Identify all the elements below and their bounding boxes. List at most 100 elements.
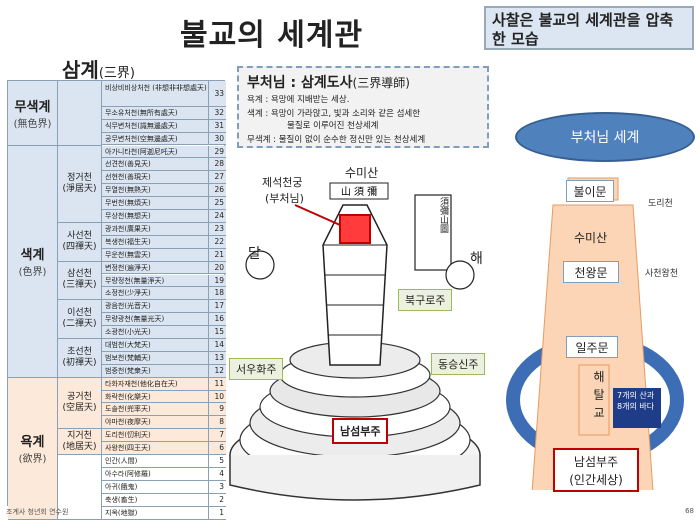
- buddha-title-hanja: (三界導師): [352, 76, 410, 90]
- sub-realm-empty: [58, 455, 102, 520]
- heaven-number: 14: [214, 340, 224, 349]
- heaven-name: 선현천(善現天): [102, 171, 209, 184]
- heaven-number: 31: [214, 120, 224, 130]
- heaven-number: 23: [214, 223, 224, 233]
- table-row: 야마천(夜摩天)8: [102, 416, 226, 430]
- table-row: 공무변처천(空無邊處天)30: [102, 132, 226, 146]
- buddha-line-1: 욕계 : 욕망에 지배받는 세상.: [247, 95, 350, 105]
- realm-title: 욕계: [20, 435, 45, 451]
- table-row: 비상비비상처천 (非想非非想處天)33: [102, 81, 226, 107]
- heaven-number: 32: [214, 107, 224, 117]
- sub-realm-hanja: (地居天): [62, 441, 97, 452]
- buddha-title: 부처님 : 삼계도사(三界導師): [247, 75, 410, 91]
- table-row: 범보천(梵輔天)13: [102, 351, 226, 365]
- table-row: 복생천(福生天)22: [102, 235, 226, 249]
- buddha-info-box: 부처님 : 삼계도사(三界導師) 욕계 : 욕망에 지배받는 세상. 색계 : …: [237, 66, 489, 148]
- heaven-number: 29: [214, 146, 224, 156]
- sub-realm-hanja: (初禪天): [62, 357, 97, 368]
- table-row: 아수라(阿修羅) 4: [102, 467, 226, 481]
- heaven-number: 1: [219, 507, 224, 517]
- realm-title: 무색계: [14, 99, 51, 115]
- page-number: 68: [685, 507, 694, 515]
- table-row: 도솔천(兜率天) 9: [102, 403, 226, 417]
- sub-realm-hanja: (三禪天): [62, 280, 97, 291]
- heaven-number: 2: [219, 494, 224, 504]
- heaven-number: 25: [214, 198, 224, 208]
- realm-hanja: (欲界): [18, 454, 47, 466]
- realm-title: 색계: [20, 248, 45, 264]
- heaven-name: 무량정천(無量淨天): [102, 274, 209, 287]
- heaven-name: 식무변처천(識無邊處天): [102, 119, 209, 132]
- table-row: 소정천(少淨天)18: [102, 287, 226, 301]
- heaven-name: 타화자재천(他化自在天): [102, 377, 209, 390]
- heaven-name: 소정천(少淨天): [102, 287, 209, 300]
- heaven-number: 13: [214, 352, 224, 362]
- heaven-number: 10: [214, 391, 224, 401]
- table-row: 무번천(無煩天)25: [102, 197, 226, 210]
- heaven-name: 무상천(無想天): [102, 210, 209, 222]
- sub-realm-title: 초선천: [67, 346, 92, 357]
- heaven-name: 무량광천(無量光天): [102, 313, 209, 326]
- heaven-number: 30: [214, 133, 224, 143]
- heaven-name: 무열천(無熱天): [102, 184, 209, 197]
- table-row: 선견천(善見天)28: [102, 158, 226, 172]
- buddha-line-2b: 물질로 이루어진 천상세계: [287, 121, 379, 131]
- table-row: 소광천(小光天) 15: [102, 326, 226, 339]
- scroll: [414, 194, 452, 271]
- heaven-number: 19: [214, 275, 224, 285]
- heaven-name: 소광천(小光天): [102, 326, 209, 338]
- heaven-name: 도솔천(兜率天): [102, 403, 209, 416]
- jeseok-label: 제석천궁: [262, 176, 303, 189]
- samgye-label: 삼계: [62, 58, 99, 82]
- sub-realm-empty: [58, 81, 102, 146]
- west-continent-label: 서우화주: [229, 358, 284, 380]
- scroll-label: 須彌山圖: [438, 197, 448, 233]
- sub-realm-hanja: (空居天): [62, 402, 97, 413]
- heaven-name: 광음천(光音天): [102, 300, 209, 313]
- realm-name: 욕계 (欲界): [8, 377, 58, 520]
- heaven-number: 9: [219, 404, 224, 414]
- table-row: 축생(畜生)2: [102, 493, 226, 507]
- table-row: 아귀(餓鬼)3: [102, 480, 226, 494]
- slide-title: 불교의 세계관: [180, 18, 364, 53]
- heaven-name: 무운천(無雲天): [102, 248, 209, 261]
- table-row: 지옥(地獄)1: [102, 506, 226, 520]
- heaven-number: 4: [219, 468, 224, 478]
- heaven-number: 8: [219, 417, 224, 427]
- top-banner: [329, 182, 389, 200]
- heaven-number: 5: [219, 456, 224, 466]
- sub-realm-hanja: (四禪天): [62, 241, 97, 252]
- table-row: 화락천(化樂天)10: [102, 390, 226, 404]
- buddha-line-3: 무색계 : 물질이 없이 순수한 정신만 있는 천상세계: [247, 135, 426, 145]
- heaven-number: 6: [219, 443, 224, 453]
- heaven-name: 광과천(廣果天): [102, 222, 209, 235]
- heaven-name: 변정천(遍淨天): [102, 261, 209, 274]
- river-column: [578, 364, 610, 436]
- human-sub-label: (인간세상): [569, 473, 623, 487]
- right-sumisan: 수미산: [574, 231, 608, 245]
- table-row: 광음천(光音天)17: [102, 300, 226, 314]
- palace-highlight: [339, 214, 371, 244]
- sub-realm-name: 지거천(地居天): [58, 429, 102, 456]
- moon-label: 달: [248, 246, 261, 262]
- samgye-hanja: (三界): [98, 66, 135, 81]
- river-label: 해 탈 교: [593, 370, 605, 420]
- table-row: 대범천(大梵天)14: [102, 339, 226, 352]
- heaven-name: 사왕천(四王天): [102, 442, 209, 455]
- sun-label: 해: [470, 251, 483, 267]
- heaven-name: 인간(人間): [102, 455, 209, 467]
- table-row: 식무변처천(識無邊處天) 31: [102, 119, 226, 133]
- human-world-box: 남섬부주 (인간세상): [553, 448, 639, 492]
- base-wall: [229, 455, 481, 501]
- sub-realm-title: 사선천: [67, 230, 92, 241]
- sub-realm-name: 공거천(空居天): [58, 377, 102, 430]
- heaven-number: 3: [219, 481, 224, 491]
- realm-block: 색계(色界)정거천(淨居天)사선천(四禪天)삼선천(三禪天)이선천(二禪天)초선…: [8, 145, 226, 378]
- corner-note: 사찰은 불교의 세계관을 압축한 모습: [484, 6, 694, 50]
- table-row: 사왕천(四王天) 6: [102, 442, 226, 456]
- heaven-name: 아수라(阿修羅): [102, 467, 209, 480]
- heaven-number: 15: [214, 327, 224, 337]
